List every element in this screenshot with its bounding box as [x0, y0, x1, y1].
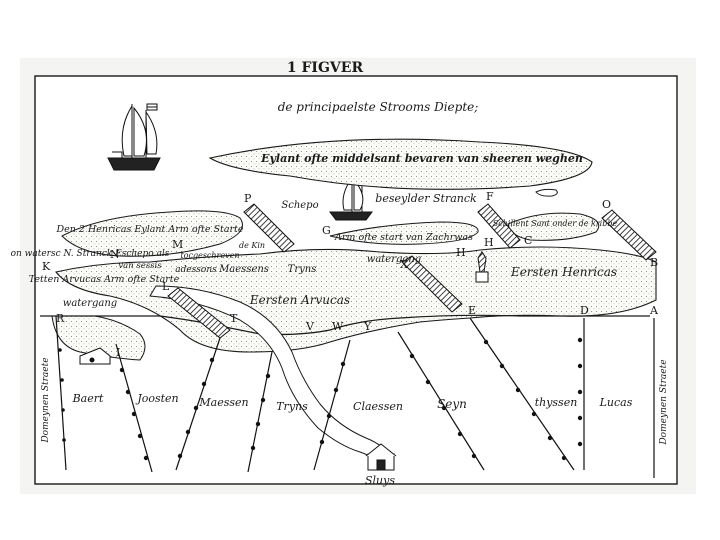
eersten-left-label: Eersten Arvucas [249, 293, 350, 307]
letter-F: F [486, 190, 494, 203]
letter-A: A [649, 304, 659, 317]
letter-V: V [305, 320, 315, 333]
letter-K: K [42, 260, 51, 273]
field-seyn: Seyn [437, 397, 467, 411]
letter-C: C [524, 234, 532, 247]
van-sessis-label: van sessis [118, 261, 162, 271]
letter-T: T [230, 312, 238, 325]
tetten-label: Tetten Arvucas Arm ofte Starte [29, 274, 180, 285]
dike-O [601, 209, 657, 261]
domeynen-left-label: Domeynen Straete [41, 357, 51, 443]
on-watersc-label: on watersc N. Stranck Eschepo als [11, 249, 170, 259]
letter-I: I [116, 346, 120, 359]
dike-X [401, 255, 463, 313]
tryns-top-label: Tryns [288, 264, 317, 275]
schillent-label: Schillent Sant onder de kribbe [493, 219, 618, 228]
watergang-left-label: watergang [63, 298, 117, 309]
schillent-sandbank [507, 212, 600, 241]
corner-sandbank [51, 315, 146, 361]
den-henricas-label: Den 2 Henricas Eylant Arm ofte Starte [56, 224, 244, 235]
de-kin-label: de Kin [239, 241, 265, 250]
dike-F [477, 203, 521, 249]
maessens-label: Maessens [218, 264, 269, 275]
letter-L: L [162, 280, 170, 293]
tocgeschreven-label: tocgeschreven [180, 251, 239, 260]
letter-E: E [468, 304, 476, 317]
island-label: Eylant ofte middelsant bevaren van sheer… [260, 152, 583, 165]
field-maessen: Maessen [198, 396, 248, 409]
letter-P: P [244, 192, 252, 205]
field-dike-lines [55, 315, 655, 478]
field-tryns: Tryns [276, 400, 308, 413]
field-thyssen: thyssen [535, 396, 578, 409]
sluys-town-icon [365, 443, 397, 471]
letter-O: O [602, 198, 611, 211]
watergang-mid-label: watergang [367, 254, 421, 265]
letter-H: H [456, 246, 466, 259]
rock-icon [535, 188, 558, 197]
arm-sandbank [329, 221, 479, 245]
dike-P [243, 203, 295, 253]
schepo-label: Schepo [281, 200, 318, 211]
field-claessen: Claessen [353, 400, 403, 413]
field-baert: Baert [72, 392, 104, 405]
letter-R: R [56, 312, 65, 325]
armstart-label: Arm ofte start van Zachrwas [334, 232, 473, 243]
letter-N: N [110, 248, 120, 261]
sluys-label: Sluys [365, 474, 395, 487]
ship-icon [329, 176, 373, 221]
tree-rows [58, 337, 583, 461]
letter-W: W [332, 320, 344, 333]
letter-M: M [172, 238, 183, 251]
island-sandbank [208, 138, 593, 190]
reference-letters: P F O G M H H C B K N L X E D A R T V W … [42, 190, 659, 359]
letter-D: D [580, 304, 589, 317]
letter-X: X [400, 258, 408, 271]
letter-G: G [322, 224, 331, 237]
farmhouse-icon [79, 347, 111, 365]
dike-H [475, 251, 489, 283]
letter-H2: H [484, 236, 494, 249]
field-joosten: Joosten [135, 392, 178, 405]
figure-heading: de principaelste Strooms Diepte; [278, 100, 479, 114]
henricas-sandbank [61, 210, 243, 257]
domeynen-right-label: Domeynen Straete [659, 359, 669, 445]
field-lucas: Lucas [599, 396, 633, 409]
eersten-right-label: Eersten Henricas [510, 265, 617, 279]
dike-L [167, 287, 231, 339]
adessons-label: adessons [175, 265, 217, 275]
letter-Y: Y [363, 320, 372, 333]
figure-title: 1 FIGVER [287, 60, 364, 76]
beseylder-label: beseylder Stranck [375, 192, 477, 205]
letter-B: B [650, 256, 658, 269]
ship-icon [107, 103, 161, 171]
